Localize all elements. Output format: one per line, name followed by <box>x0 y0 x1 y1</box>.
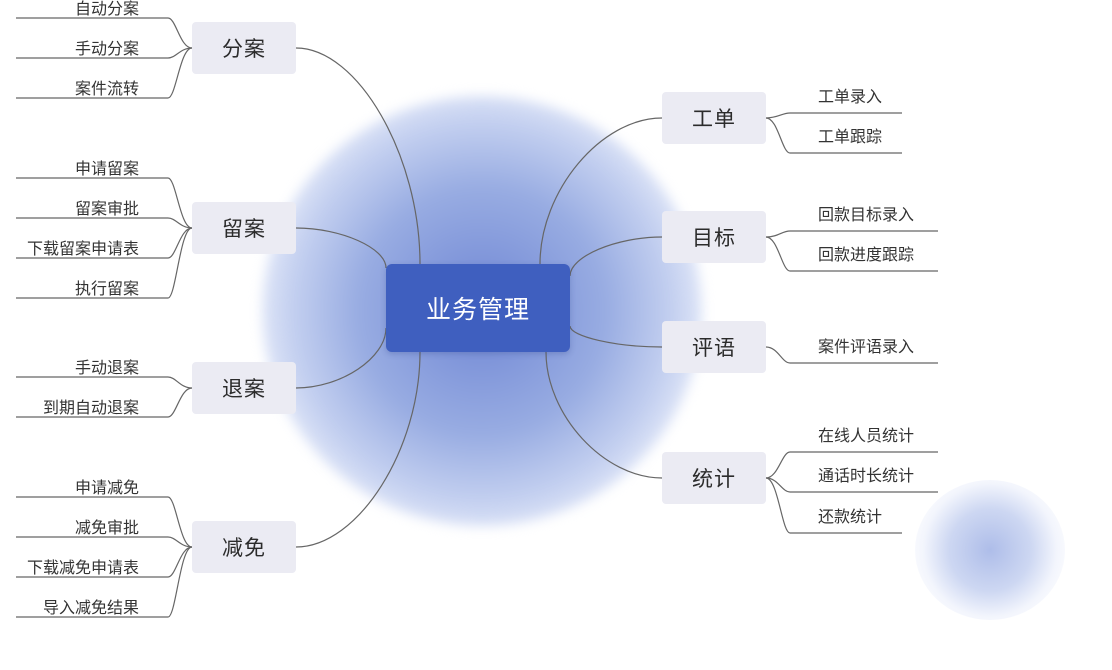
branch-connector <box>539 117 663 265</box>
leaf-node[interactable]: 工单跟踪 <box>818 127 883 146</box>
leaf-node[interactable]: 自动分案 <box>74 0 139 18</box>
leaf-connector <box>167 536 193 548</box>
branch-connector <box>295 47 421 265</box>
leaf-connector <box>167 387 193 418</box>
leaf-node[interactable]: 申请减免 <box>74 478 139 497</box>
leaf-node[interactable]: 留案审批 <box>74 199 139 218</box>
branch-node-jianmian[interactable]: 减免 <box>192 521 296 573</box>
leaf-connector <box>167 177 193 229</box>
leaf-node[interactable]: 还款统计 <box>818 507 883 526</box>
branch-node-pingyu[interactable]: 评语 <box>662 321 766 373</box>
branch-node-mubiao[interactable]: 目标 <box>662 211 766 263</box>
branch-node-tuian[interactable]: 退案 <box>192 362 296 414</box>
branch-node-label: 目标 <box>692 226 736 250</box>
leaf-node[interactable]: 到期自动退案 <box>42 398 139 417</box>
leaf-node[interactable]: 手动分案 <box>74 39 139 58</box>
leaf-node[interactable]: 下载减免申请表 <box>26 558 139 577</box>
leaf-node[interactable]: 回款进度跟踪 <box>818 245 915 264</box>
branch-connector <box>545 351 663 479</box>
leaf-node[interactable]: 减免审批 <box>74 518 139 537</box>
branch-node-label: 评语 <box>692 336 736 360</box>
leaf-node[interactable]: 下载留案申请表 <box>26 239 139 258</box>
leaf-node[interactable]: 工单录入 <box>818 87 883 106</box>
leaf-node[interactable]: 案件流转 <box>74 79 139 98</box>
leaf-node[interactable]: 执行留案 <box>74 279 139 298</box>
leaf-connector <box>167 217 193 229</box>
branch-node-label: 退案 <box>222 377 266 401</box>
leaf-connector <box>765 230 791 238</box>
leaf-connector <box>765 117 791 154</box>
leaf-connector <box>167 376 193 389</box>
branch-node-tongji[interactable]: 统计 <box>662 452 766 504</box>
leaf-node[interactable]: 手动退案 <box>74 358 139 377</box>
branch-node-fenan[interactable]: 分案 <box>192 22 296 74</box>
leaf-connector <box>765 236 791 272</box>
branch-connector <box>569 236 663 277</box>
leaf-node[interactable]: 案件评语录入 <box>818 337 915 356</box>
branch-connector <box>569 325 663 348</box>
leaf-connector <box>765 346 791 364</box>
branch-connector <box>295 327 387 389</box>
branch-connector <box>295 351 421 548</box>
leaf-connector <box>167 17 193 49</box>
leaf-node[interactable]: 通话时长统计 <box>818 466 915 485</box>
branch-node-gongdan[interactable]: 工单 <box>662 92 766 144</box>
leaf-connector <box>167 496 193 548</box>
leaf-connector <box>765 451 791 479</box>
branch-connector <box>295 227 387 269</box>
center-node[interactable]: 业务管理 <box>386 264 570 352</box>
leaf-node[interactable]: 在线人员统计 <box>818 426 915 445</box>
leaf-connector <box>167 227 193 299</box>
leaf-connector <box>765 112 791 119</box>
branch-node-label: 减免 <box>222 536 266 560</box>
leaf-node[interactable]: 回款目标录入 <box>818 205 915 224</box>
branch-node-label: 统计 <box>692 467 736 491</box>
leaf-connector <box>167 47 193 99</box>
branch-node-label: 工单 <box>692 107 736 131</box>
leaf-node[interactable]: 申请留案 <box>74 159 139 178</box>
leaf-node[interactable]: 导入减免结果 <box>42 598 139 617</box>
leaf-connector <box>765 477 791 534</box>
branch-node-label: 分案 <box>222 37 266 61</box>
branch-node-label: 留案 <box>222 217 266 241</box>
center-node-label: 业务管理 <box>425 295 530 324</box>
leaf-connector <box>167 546 193 618</box>
branch-node-liuan[interactable]: 留案 <box>192 202 296 254</box>
